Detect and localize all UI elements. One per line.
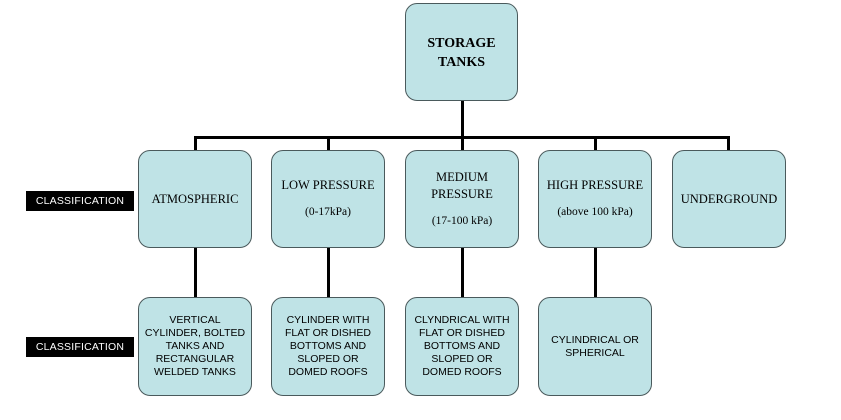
node-atmospheric-types: VERTICAL CYLINDER, BOLTED TANKS AND RECT… bbox=[138, 297, 252, 396]
node-medium-pressure: MEDIUM PRESSURE (17-100 kPa) bbox=[405, 150, 519, 248]
node-underground: UNDERGROUND bbox=[672, 150, 786, 248]
drop-line-medium-pressure bbox=[461, 136, 464, 151]
node-atmospheric-label: ATMOSPHERIC bbox=[151, 191, 239, 206]
classification-tag-level2: CLASSIFICATION bbox=[26, 337, 134, 357]
node-medium-pressure-range: (17-100 kPa) bbox=[431, 214, 493, 227]
node-underground-label: UNDERGROUND bbox=[680, 191, 778, 206]
node-high-pressure-range: (above 100 kPa) bbox=[557, 206, 633, 218]
node-high-pressure-label: HIGH PRESSURE bbox=[546, 178, 644, 192]
drop-line-atmospheric bbox=[194, 136, 197, 151]
node-medium-pressure-label: MEDIUM PRESSURE bbox=[431, 169, 493, 201]
node-high-pressure: HIGH PRESSURE (above 100 kPa) bbox=[538, 150, 652, 248]
root-trunk-line bbox=[461, 101, 464, 138]
node-low-pressure-label: LOW PRESSURE bbox=[281, 178, 375, 192]
node-atmospheric-types-label: VERTICAL CYLINDER, BOLTED TANKS AND RECT… bbox=[144, 314, 246, 378]
drop-line-underground bbox=[727, 136, 730, 151]
link-line-high-pressure bbox=[594, 248, 597, 298]
link-line-medium-pressure bbox=[461, 248, 464, 298]
node-low-pressure: LOW PRESSURE (0-17kPa) bbox=[271, 150, 385, 248]
link-line-low-pressure bbox=[327, 248, 330, 298]
root-node-storage-tanks: STORAGE TANKS bbox=[405, 3, 518, 101]
drop-line-high-pressure bbox=[594, 136, 597, 151]
drop-line-low-pressure bbox=[327, 136, 330, 151]
node-medium-pressure-types: CLYNDRICAL WITH FLAT OR DISHED BOTTOMS A… bbox=[405, 297, 519, 396]
link-line-atmospheric bbox=[194, 248, 197, 298]
node-low-pressure-range: (0-17kPa) bbox=[305, 206, 351, 218]
root-node-label: STORAGE TANKS bbox=[427, 36, 496, 70]
node-low-pressure-types-label: CYLINDER WITH FLAT OR DISHED BOTTOMS AND… bbox=[285, 314, 371, 378]
node-high-pressure-types-label: CYLINDRICAL OR SPHERICAL bbox=[551, 333, 639, 359]
node-low-pressure-types: CYLINDER WITH FLAT OR DISHED BOTTOMS AND… bbox=[271, 297, 385, 396]
node-medium-pressure-types-label: CLYNDRICAL WITH FLAT OR DISHED BOTTOMS A… bbox=[414, 314, 510, 378]
node-atmospheric: ATMOSPHERIC bbox=[138, 150, 252, 248]
node-high-pressure-types: CYLINDRICAL OR SPHERICAL bbox=[538, 297, 652, 396]
classification-tag-level1: CLASSIFICATION bbox=[26, 191, 134, 211]
